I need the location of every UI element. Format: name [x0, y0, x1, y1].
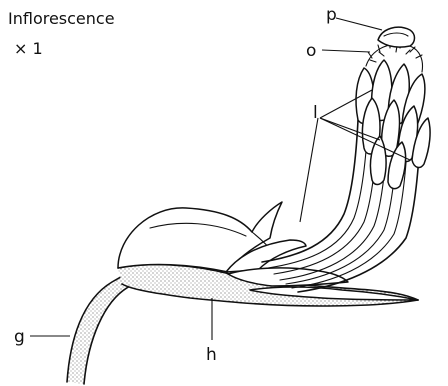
- magnification: × 1: [14, 39, 43, 58]
- label-g: g: [14, 327, 25, 347]
- label-l: l: [313, 103, 318, 123]
- title: Inflorescence: [8, 9, 115, 28]
- label-h: h: [206, 345, 217, 365]
- label-o: o: [306, 41, 316, 61]
- label-p: p: [326, 5, 337, 25]
- bract-upper: [118, 202, 306, 272]
- stalk: [67, 274, 130, 384]
